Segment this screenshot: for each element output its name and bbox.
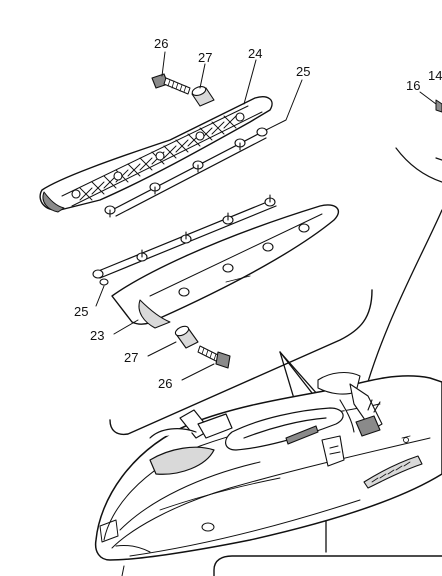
- bottom-detail-frame: [213, 555, 442, 576]
- callout-top-collar: 27: [198, 50, 212, 65]
- upper-rail-24: [39, 96, 273, 213]
- detail-frame: [109, 289, 373, 436]
- leader-lines: [95, 51, 303, 576]
- craft-rail-mount: [285, 425, 423, 489]
- callout-top-bolt: 26: [154, 36, 168, 51]
- callout-upper-rail: 24: [248, 46, 262, 61]
- callout-lower-nuts: 25: [74, 304, 88, 319]
- lower-nut-strip-25: [92, 194, 277, 286]
- bottom-bolt-26: [197, 345, 231, 369]
- bottom-collar-27: [174, 325, 199, 349]
- callout-right-item-b: 14: [428, 68, 442, 83]
- top-bolt-26: [151, 73, 191, 95]
- lower-rail-23: [111, 204, 339, 329]
- top-collar-27: [191, 85, 215, 107]
- callout-bottom-collar: 27: [124, 350, 138, 365]
- right-edge-fastener: [395, 91, 442, 183]
- upper-nut-strip-25: [104, 127, 268, 218]
- callout-right-item-a: 16: [406, 78, 420, 93]
- callout-upper-nuts: 25: [296, 64, 310, 79]
- watercraft: [94, 371, 442, 561]
- callout-bottom-bolt: 26: [158, 376, 172, 391]
- callout-lower-rail: 23: [90, 328, 104, 343]
